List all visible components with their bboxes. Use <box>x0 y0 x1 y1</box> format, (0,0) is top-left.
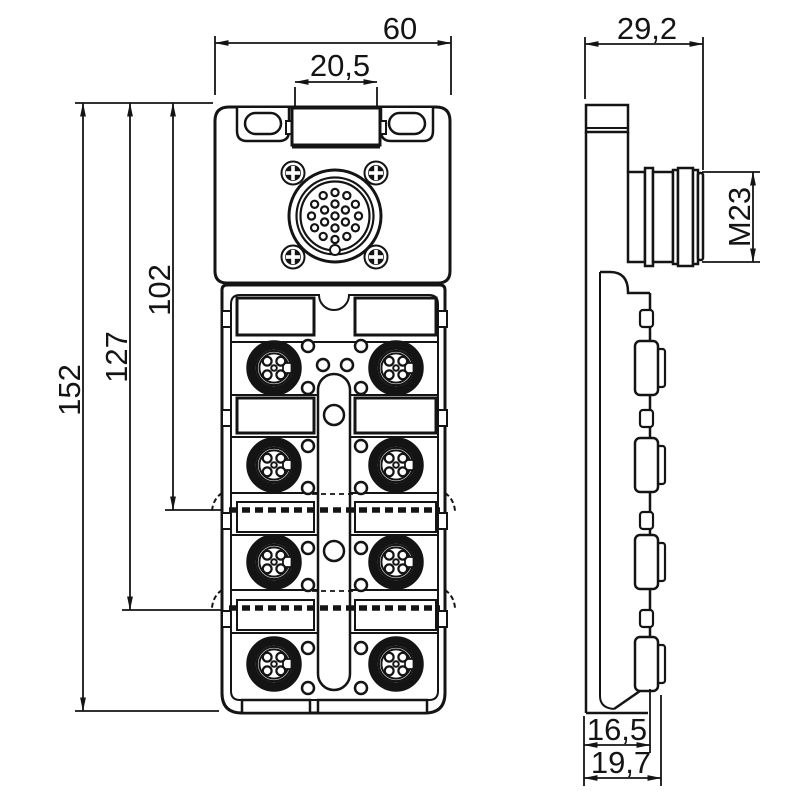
dim-label-top-connector-spacing: 20,5 <box>310 48 370 83</box>
dim-side-depth: 29,2 <box>584 11 704 170</box>
m12-port <box>373 442 419 488</box>
channel-hole-lower <box>322 539 346 563</box>
m23-connector-front <box>280 160 389 270</box>
led-indicator <box>353 338 369 354</box>
mounting-slot-right-hole <box>387 111 427 136</box>
cable-channel-outline <box>316 372 352 692</box>
dim-label-front-width: 60 <box>383 11 417 46</box>
side-port-bump <box>633 436 667 494</box>
led-indicator <box>300 480 316 496</box>
led-indicator <box>353 480 369 496</box>
label-slot <box>236 501 315 533</box>
cable-channel <box>316 372 352 692</box>
dim-top-connector-spacing: 20,5 <box>294 48 378 106</box>
channel-hole-upper <box>322 403 346 427</box>
led-indicator <box>300 640 316 656</box>
screw-icon <box>280 244 306 270</box>
extension-line <box>584 37 704 170</box>
dim-m23-thread: M23 <box>702 171 760 263</box>
dim-label-clamp-lower-offset: 127 <box>99 331 134 383</box>
m12-port <box>373 641 419 687</box>
extension-line <box>294 87 378 106</box>
led-indicator <box>353 640 369 656</box>
side-view <box>584 103 705 715</box>
front-top-section <box>213 105 452 285</box>
dim-housing-depth: 16,5 19,7 <box>583 689 662 786</box>
foot-left <box>240 698 312 715</box>
label-slot <box>354 501 437 533</box>
top-label-plate <box>290 106 382 147</box>
dim-front-width: 60 <box>214 11 452 95</box>
dim-label-m23-thread: M23 <box>722 187 757 247</box>
m12-port <box>251 442 297 488</box>
led-indicator <box>353 380 369 396</box>
label-slot <box>235 296 316 337</box>
m12-port <box>373 345 419 391</box>
mounting-slot-left-hole <box>243 111 283 136</box>
dim-label-overall-height: 152 <box>52 364 87 416</box>
m12-port <box>373 539 419 585</box>
led-indicator <box>353 540 369 556</box>
dim-label-overall-depth: 19,7 <box>591 745 651 780</box>
led-indicator <box>353 577 369 593</box>
side-label-tab <box>638 308 655 329</box>
mounting-slot-left <box>235 108 291 143</box>
side-label-tab <box>638 510 655 531</box>
screw-icon <box>363 160 389 186</box>
led-indicator <box>300 680 316 696</box>
led-indicator <box>300 338 316 354</box>
led-indicator <box>300 380 316 396</box>
m12-port <box>251 345 297 391</box>
side-label-tab <box>638 408 655 429</box>
side-seam <box>599 272 615 710</box>
led-indicator <box>353 438 369 454</box>
mounting-slot-right <box>379 108 435 143</box>
side-port-bump <box>633 635 667 693</box>
top-label-block <box>285 106 387 149</box>
dim-label-clamp-upper-offset: 102 <box>142 264 177 316</box>
side-step <box>600 270 650 295</box>
side-label-tab <box>638 608 655 629</box>
label-slot <box>353 296 438 337</box>
label-slot <box>235 396 316 435</box>
dim-label-housing-depth: 16,5 <box>587 712 647 747</box>
m12-port <box>251 641 297 687</box>
front-view <box>211 105 456 715</box>
panel-tabs <box>221 310 448 628</box>
dim-label-side-depth: 29,2 <box>617 11 677 46</box>
label-slot <box>236 599 315 631</box>
side-port-bump <box>633 533 667 591</box>
led-indicator <box>353 680 369 696</box>
label-slot <box>354 599 437 631</box>
clamp-hidden-line <box>312 493 356 592</box>
m12-port <box>251 539 297 585</box>
dimensions: 60 20,5 152 127 102 29,2 M23 <box>52 11 760 786</box>
screw-icon <box>280 160 306 186</box>
front-lower-section <box>211 283 456 715</box>
m23-pins <box>306 187 364 245</box>
label-slot <box>353 396 438 435</box>
led-indicator <box>339 357 355 373</box>
clamp-corner-marks <box>211 492 456 609</box>
m23-connector-side <box>626 166 705 268</box>
led-indicator <box>300 540 316 556</box>
side-port-bump <box>633 339 667 397</box>
dim-heights: 152 127 102 <box>52 102 221 712</box>
extension-line <box>75 102 221 712</box>
led-indicator <box>300 438 316 454</box>
screw-icon <box>363 244 389 270</box>
led-indicator <box>300 577 316 593</box>
foot-right <box>316 698 429 715</box>
led-indicator <box>315 357 331 373</box>
m23-keyway <box>329 244 341 256</box>
